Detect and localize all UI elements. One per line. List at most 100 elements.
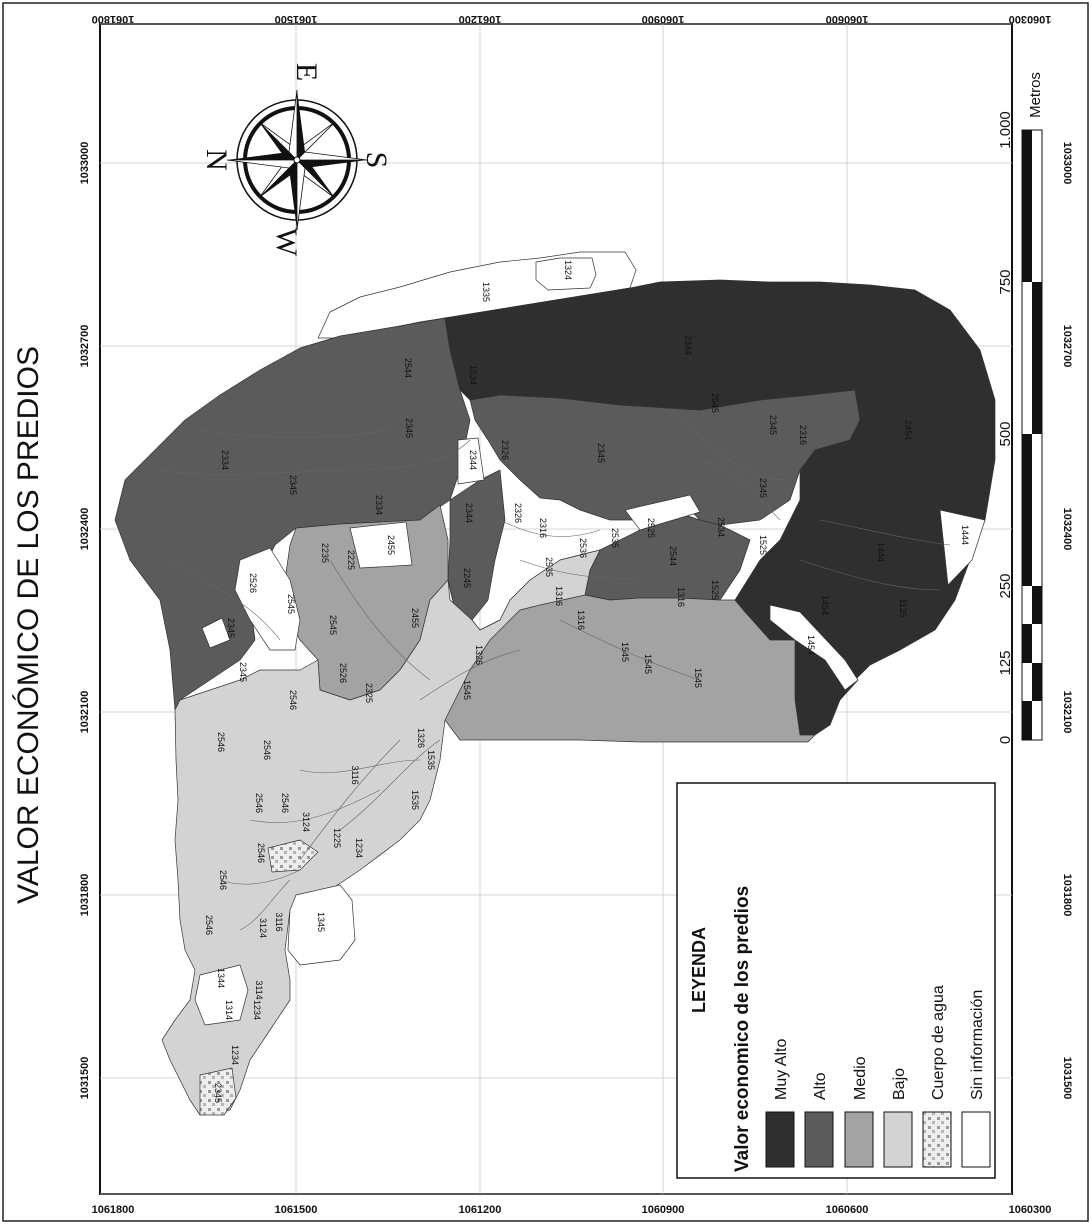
parcel-label: 2235 [320, 543, 330, 563]
parcel-label: 2455 [386, 535, 396, 555]
coord-top-4: 1060900 [642, 13, 685, 25]
parcel-label: 1316 [676, 587, 686, 607]
legend-subtitle: Valor economico de los predios [732, 886, 753, 1172]
scale-tick-1000: 1.000 [997, 111, 1014, 149]
parcel-label: 2326 [513, 503, 523, 523]
parcel-label: 2455 [410, 608, 420, 628]
parcel-label: 2546 [218, 870, 228, 890]
coord-top-3: 1061200 [459, 13, 502, 25]
parcel-label: 2345 [596, 443, 606, 463]
parcel-label: 2546 [280, 793, 290, 813]
coord-top-1: 1061800 [92, 13, 135, 25]
legend-item-muy-alto: Muy Alto [765, 1039, 795, 1168]
parcel-label: 2454 [903, 420, 913, 440]
compass-label-s: S [360, 152, 393, 169]
compass-label-n: N [200, 149, 233, 171]
coord-bottom-4: 1060900 [642, 1204, 685, 1216]
coord-left-6: 1033000 [79, 142, 91, 185]
compass-label-w: W [270, 228, 303, 257]
parcel-label: 1444 [876, 542, 886, 562]
coord-left-3: 1032100 [79, 691, 91, 734]
zone-sin-informacion-2545 [201, 617, 231, 649]
legend-label: Muy Alto [773, 1039, 790, 1100]
parcel-label: 1316 [554, 586, 564, 606]
coord-left-5: 1032700 [79, 325, 91, 368]
parcel-label: 2546 [288, 690, 298, 710]
scale-segment [1022, 624, 1032, 663]
parcel-label: 2535 [610, 528, 620, 548]
scale-segment [1032, 282, 1042, 434]
parcel-label: 2344 [468, 450, 478, 470]
coord-bottom-2: 1061500 [275, 1204, 318, 1216]
coord-right-1: 1031500 [1061, 1057, 1073, 1100]
coord-left-2: 1031800 [79, 874, 91, 917]
parcel-label: 2225 [346, 550, 356, 570]
parcel-label: 1344 [216, 968, 226, 988]
scale-segment [1032, 663, 1042, 701]
parcel-label: 3116 [350, 765, 360, 784]
scale-unit-label: Metros [1027, 72, 1044, 118]
bottom-coordinate-labels: 1061800 1061500 1061200 1060900 1060600 … [92, 1204, 1052, 1216]
parcel-label: 1234 [354, 838, 364, 858]
scale-segment [1022, 130, 1032, 282]
scale-bar: Metros 0 125 250 500 750 1.000 [997, 72, 1044, 744]
parcel-label: 3114 [254, 980, 264, 999]
legend-label: Alto [812, 1072, 829, 1100]
parcel-label: 2546 [262, 740, 272, 760]
legend-swatch [883, 1111, 913, 1168]
parcel-label: 1454 [806, 635, 816, 655]
legend-item-medio: Medio [844, 1056, 874, 1168]
legend-heading: LEYENDA [689, 927, 709, 1013]
parcel-label: 3124 [301, 812, 311, 832]
parcel-label: 2325 [364, 683, 374, 703]
legend-swatch [765, 1111, 795, 1168]
left-coordinate-labels: 1031500 1031800 1032100 1032400 1032700 … [79, 142, 91, 1100]
compass-point-left-light [226, 159, 298, 169]
parcel-label: 2326 [500, 440, 510, 460]
legend-item-bajo: Bajo [883, 1068, 913, 1168]
scale-segment [1022, 701, 1032, 740]
legend-swatch [961, 1111, 991, 1168]
parcel-boundaries [159, 419, 951, 931]
coord-bottom-6: 1060300 [1009, 1204, 1052, 1216]
legend-swatch [804, 1111, 834, 1168]
parcel-label: 1534 [468, 365, 478, 385]
parcel-label: 3116 [274, 912, 284, 931]
scale-tick-750: 750 [997, 269, 1014, 294]
coord-top-5: 1060600 [826, 13, 869, 25]
compass-point-right [297, 160, 367, 168]
zone-sin-informacion-2455 [349, 521, 413, 569]
zone-sin-informacion-2525 [624, 494, 701, 531]
parcel-label: 2345 [238, 662, 248, 682]
parcel-label: 1535 [426, 750, 436, 770]
zone-sin-informacion-2526 [234, 547, 301, 651]
coord-left-4: 1032400 [79, 508, 91, 551]
zone-sin-informacion-2344 [457, 437, 485, 485]
scale-segment [1022, 434, 1032, 586]
parcel-label: 1234 [252, 1000, 262, 1020]
coord-top-6: 1060300 [1009, 13, 1052, 25]
zone-sin-informacion-1444 [939, 509, 986, 586]
legend-label: Cuerpo de agua [930, 985, 947, 1100]
parcel-label: 1326 [416, 728, 426, 748]
coord-top-2: 1061500 [275, 13, 318, 25]
parcel-labels: 2344 2454 2345 2316 2345 1444 1135 1454 … [204, 260, 970, 1103]
parcel-label: 2525 [646, 518, 656, 538]
parcel-label: 2545 [286, 594, 296, 614]
legend-label: Medio [852, 1056, 869, 1100]
coord-bottom-5: 1060600 [826, 1204, 869, 1216]
parcel-label: 1324 [563, 260, 573, 280]
parcel-label: 2316 [798, 425, 808, 445]
scale-tick-0: 0 [997, 736, 1014, 744]
legend-item-sin-informacion: Sin información [961, 990, 991, 1168]
zone-bajo-southwest [161, 549, 601, 1116]
parcel-label: 2245 [462, 568, 472, 588]
coord-left-1: 1031500 [79, 1057, 91, 1100]
parcel-label: 1234 [230, 1045, 240, 1065]
legend: LEYENDA Valor economico de los predios M… [676, 782, 996, 1179]
parcel-label: 1326 [474, 645, 484, 665]
zone-cuerpo-de-agua-north [267, 839, 319, 873]
compass-point-up [297, 90, 305, 160]
parcel-label: 2534 [716, 517, 726, 537]
